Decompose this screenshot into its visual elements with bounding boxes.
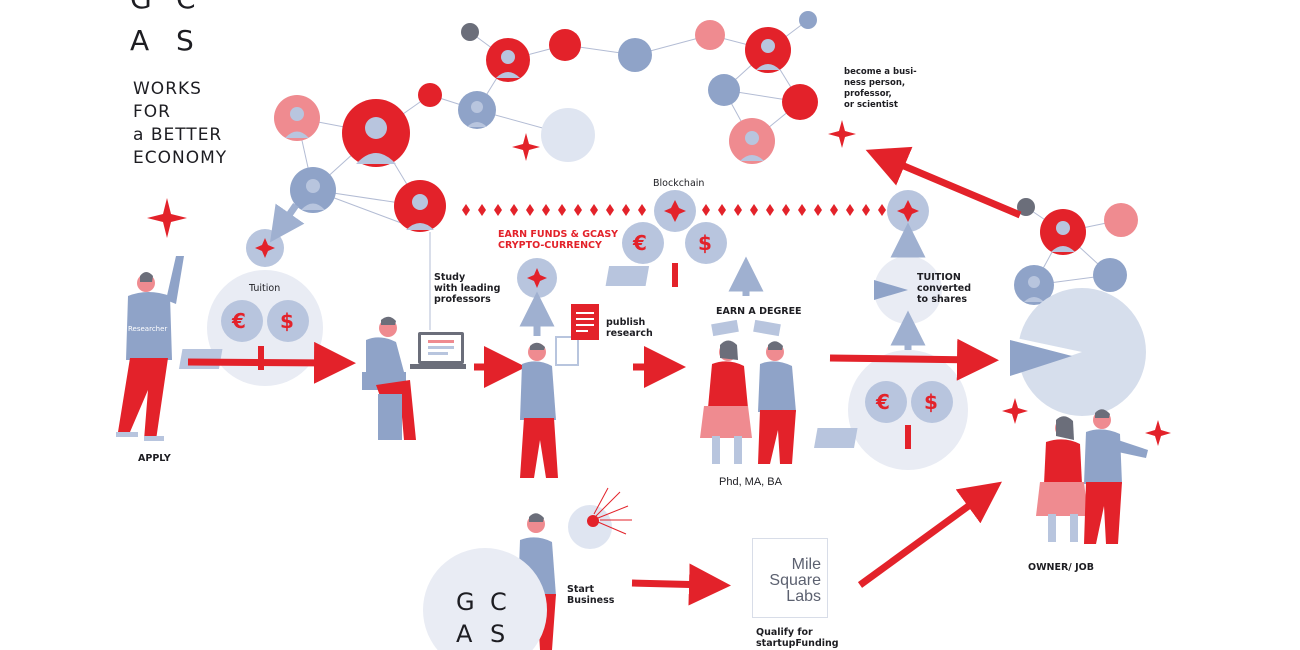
- euro-symbol-shares: €: [876, 390, 890, 414]
- network-faces: [285, 39, 1075, 302]
- brand-a: A: [130, 24, 152, 57]
- label-start-business: Start Business: [567, 584, 615, 606]
- slogan-line-1: WORKS: [133, 79, 202, 99]
- label-become: become a busi- ness person, professor, o…: [844, 67, 917, 110]
- publisher-figure: [520, 304, 599, 478]
- owners-figures: [1036, 409, 1148, 544]
- dollar-symbol-shares: $: [924, 390, 938, 414]
- ownership-pie: [1010, 288, 1146, 416]
- slogan: WORKS FOR a BETTER ECONOMY: [133, 78, 227, 170]
- bottom-brand-s: S: [490, 620, 508, 648]
- label-earn-degree: EARN A DEGREE: [716, 306, 802, 317]
- label-study: Study with leading professors: [434, 272, 501, 305]
- slogan-line-2: FOR: [133, 102, 171, 122]
- brand-c: C: [176, 0, 198, 15]
- bottom-brand-c: C: [490, 588, 509, 616]
- dollar-symbol-tuition: $: [280, 309, 294, 333]
- label-owner-job: OWNER/ JOB: [1028, 562, 1094, 573]
- blockchain-money: [605, 222, 727, 287]
- label-apply: APPLY: [138, 453, 171, 464]
- label-publish: publish research: [606, 317, 653, 339]
- up-arrows: [270, 203, 926, 350]
- researcher-figure: [116, 256, 184, 441]
- graduates-figures: [700, 319, 796, 464]
- brand-s: S: [176, 24, 196, 57]
- label-earn-funds: EARN FUNDS & GCASY CRYPTO-CURRENCY: [498, 229, 619, 251]
- label-tuition-shares: TUITION converted to shares: [917, 272, 972, 305]
- brand-g: G: [130, 0, 154, 15]
- student-at-laptop: [362, 232, 466, 440]
- euro-symbol-tuition: €: [232, 309, 246, 333]
- label-tuition: Tuition: [249, 283, 281, 294]
- label-degrees: Phd, MA, BA: [719, 476, 782, 488]
- dollar-symbol-blockchain: $: [698, 231, 712, 255]
- slogan-line-4: ECONOMY: [133, 148, 228, 168]
- label-blockchain: Blockchain: [653, 178, 705, 189]
- flow-arrows: [187, 146, 1022, 606]
- shares-money-circle: [814, 350, 968, 470]
- mile-square-labs-logo: Mile Square Labs: [752, 538, 828, 618]
- mile-square-labs-text: Mile Square Labs: [769, 556, 821, 605]
- shares-pie-small: [874, 256, 942, 324]
- blockchain-chain: [462, 204, 886, 216]
- gcas-bottom-circle: [423, 548, 547, 650]
- researcher-shirt-text: Researcher: [128, 325, 168, 333]
- bottom-brand-g: G: [456, 588, 477, 616]
- label-qualify: Qualify for startupFunding: [756, 627, 839, 649]
- slogan-line-3: a BETTER: [133, 125, 223, 145]
- euro-symbol-blockchain: €: [633, 231, 647, 255]
- bottom-brand-a: A: [456, 620, 475, 648]
